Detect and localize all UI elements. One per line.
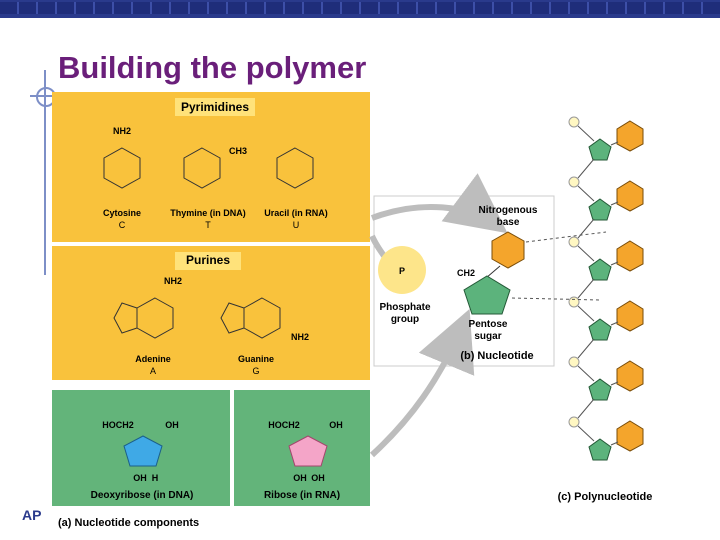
chain-base	[616, 360, 644, 392]
chain-base	[616, 120, 644, 152]
phosphate-label-line1: Phosphate	[379, 302, 431, 313]
ribose-ring	[288, 435, 328, 467]
ribose-oh-bottom-left: OH	[293, 473, 307, 483]
banner-pattern	[0, 2, 720, 14]
chain-bond	[610, 441, 619, 446]
chain-phosphate	[568, 356, 580, 368]
chain-phosphate	[568, 296, 580, 308]
chain-base	[616, 300, 644, 332]
chain-base	[616, 240, 644, 272]
chain-bond	[577, 338, 595, 359]
chain-sugar	[588, 318, 612, 341]
sugar-pentagon	[463, 275, 511, 315]
chain-bond	[577, 365, 595, 382]
uracil-structure	[276, 147, 314, 189]
base-sugar-bond	[485, 265, 501, 279]
chain-bond	[577, 305, 595, 322]
purines-heading-bg	[175, 252, 241, 270]
chain-bond	[610, 381, 619, 386]
purines-heading: Purines	[186, 253, 230, 267]
guanine-name: Guanine	[238, 354, 274, 364]
frame-line-vertical	[44, 70, 46, 275]
chain-phosphate	[568, 236, 580, 248]
thymine-name: Thymine (in DNA)	[170, 208, 246, 218]
ribose-hoch2: HOCH2	[268, 420, 300, 430]
pyrimidines-heading: Pyrimidines	[181, 100, 249, 114]
chain-phosphate	[568, 176, 580, 188]
chain-phosphate	[568, 116, 580, 128]
guanine-letter: G	[252, 366, 259, 376]
chain-sugar	[588, 138, 612, 161]
top-banner	[0, 0, 720, 18]
ribose-oh-bottom-right: OH	[311, 473, 325, 483]
components-caption: (a) Nucleotide components	[58, 517, 199, 529]
cytosine-name: Cytosine	[103, 208, 141, 218]
chain-sugar	[588, 198, 612, 221]
guanine-structure	[220, 297, 281, 339]
chain-bond	[577, 125, 595, 142]
arrow-base	[370, 173, 508, 234]
base-hexagon	[491, 231, 525, 269]
polynucleotide-chain	[568, 116, 644, 461]
deoxyribose-oh-top: OH	[165, 420, 179, 430]
chain-base	[616, 420, 644, 452]
uracil-letter: U	[293, 220, 300, 230]
chain-sugar	[588, 438, 612, 461]
cytosine-letter: C	[119, 220, 126, 230]
thymine-substituent: CH3	[229, 146, 247, 156]
uracil-name: Uracil (in RNA)	[264, 208, 328, 218]
thymine-structure	[183, 147, 221, 189]
ch2-label: CH2	[457, 268, 475, 278]
chain-bond	[577, 158, 595, 179]
phosphate-circle	[378, 246, 426, 294]
chain-sugar	[588, 258, 612, 281]
deoxyribose-hoch2: HOCH2	[102, 420, 134, 430]
pyrimidines-heading-bg	[175, 98, 255, 116]
slide-title: Building the polymer	[58, 50, 367, 85]
deoxyribose-label: Deoxyribose (in DNA)	[91, 490, 194, 501]
phosphate-label-line2: group	[391, 314, 419, 325]
guanine-substituent: NH2	[291, 332, 309, 342]
nucleotide-caption: (b) Nucleotide	[460, 350, 533, 362]
polynucleotide-caption: (c) Polynucleotide	[558, 491, 653, 503]
adenine-name: Adenine	[135, 354, 171, 364]
sugar-label-line1: Pentose	[469, 319, 508, 330]
arrow-phosphate	[369, 234, 387, 258]
chain-bond	[610, 261, 619, 266]
chain-bond	[610, 201, 619, 206]
pointer-base	[525, 231, 607, 243]
pointer-sugar	[511, 297, 601, 301]
arrow-sugar	[369, 308, 475, 458]
deoxyribose-oh-bottom: OH	[133, 473, 147, 483]
deoxyribose-h-bottom: H	[152, 473, 159, 483]
adenine-structure	[113, 297, 174, 339]
chain-bond	[577, 185, 595, 202]
deoxyribose-ring	[123, 435, 163, 467]
ribose-oh-top: OH	[329, 420, 343, 430]
chain-bond	[610, 321, 619, 326]
base-label-line2: base	[497, 217, 520, 228]
cytosine-structure	[103, 147, 141, 189]
cytosine-substituent: NH2	[113, 126, 131, 136]
chain-base	[616, 180, 644, 212]
footer-tag: AP	[22, 507, 42, 523]
phosphate-symbol: P	[399, 266, 405, 276]
adenine-letter: A	[150, 366, 156, 376]
base-label-line1: Nitrogenous	[479, 205, 538, 216]
chain-bond	[577, 425, 595, 442]
chain-bond	[577, 278, 595, 299]
sugar-label-line2: sugar	[474, 331, 501, 342]
chain-bond	[577, 398, 595, 419]
chain-bond	[610, 141, 619, 146]
chain-phosphate	[568, 416, 580, 428]
chain-bond	[577, 245, 595, 262]
adenine-substituent: NH2	[164, 276, 182, 286]
pyrimidines-panel	[52, 92, 370, 242]
thymine-letter: T	[205, 220, 211, 230]
chain-sugar	[588, 378, 612, 401]
ribose-label: Ribose (in RNA)	[264, 490, 340, 501]
